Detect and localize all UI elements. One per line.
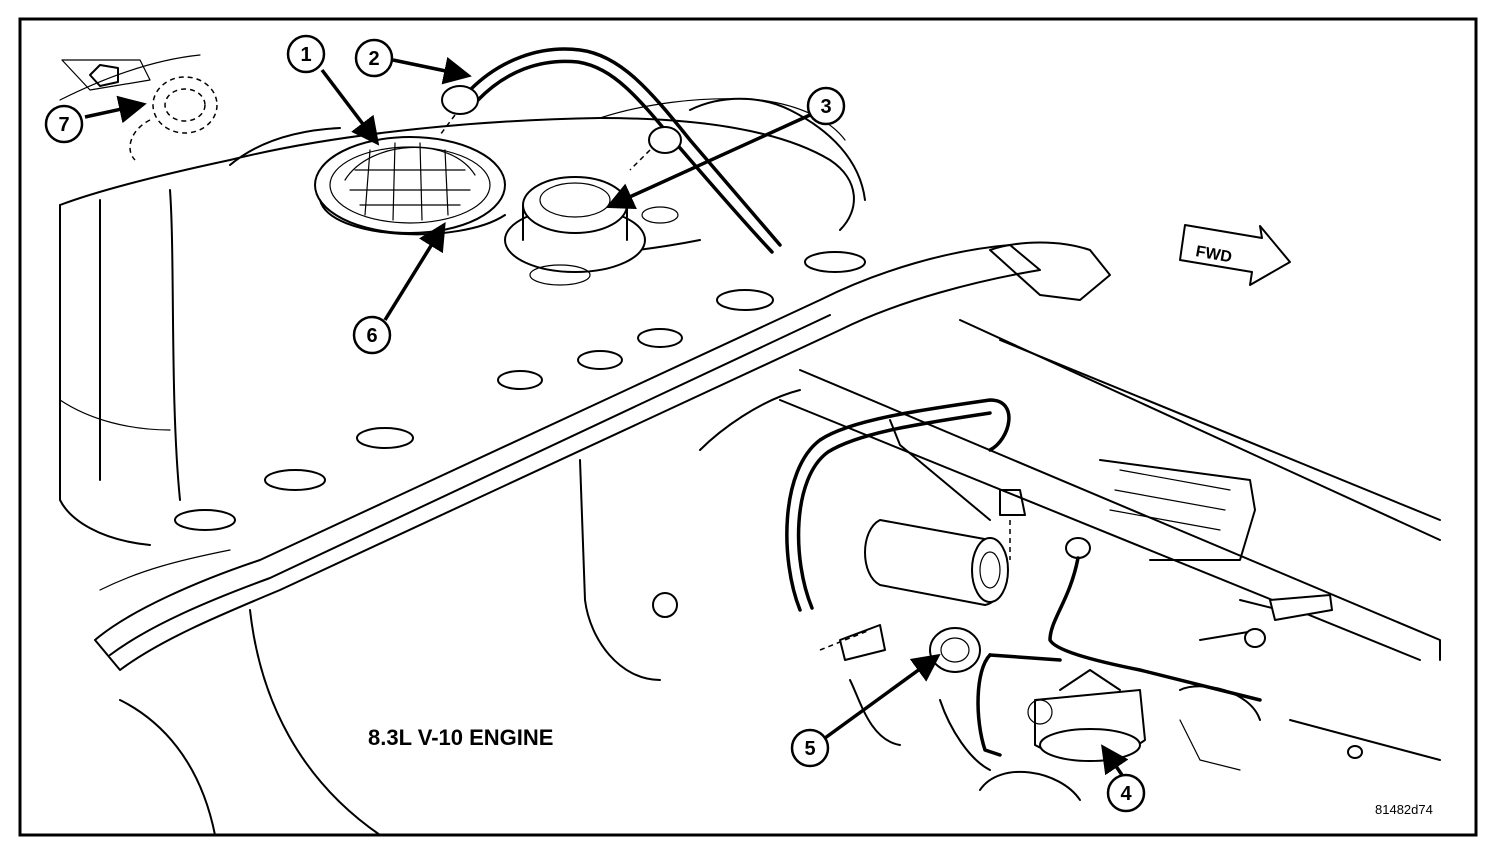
figure-reference-id: 81482d74 bbox=[1375, 802, 1433, 817]
frame-crossmember bbox=[94, 241, 1111, 671]
rollover-valve bbox=[504, 176, 679, 286]
fwd-label: FWD bbox=[1194, 243, 1233, 266]
callout-4: 4 bbox=[1106, 773, 1146, 813]
evap-canister bbox=[864, 519, 1009, 606]
engine-caption: 8.3L V-10 ENGINE bbox=[368, 725, 553, 750]
callout-leaders bbox=[84, 57, 1129, 776]
vent-hoses bbox=[785, 398, 1333, 757]
leader-1 bbox=[320, 68, 380, 146]
diagram-border bbox=[18, 17, 1478, 837]
leader-4 bbox=[1101, 744, 1129, 776]
callout-1-number: 1 bbox=[300, 44, 311, 66]
callout-7-number: 7 bbox=[58, 114, 69, 136]
fuel-lines bbox=[439, 47, 782, 254]
callout-5-number: 5 bbox=[804, 738, 815, 760]
fuel-tank bbox=[59, 54, 866, 836]
callout-2: 2 bbox=[354, 38, 394, 78]
misc-lower-detail bbox=[579, 389, 1441, 771]
leader-3 bbox=[605, 113, 811, 210]
leak-detection-pump bbox=[819, 624, 981, 673]
callout-1: 1 bbox=[286, 34, 326, 74]
forward-direction-indicator: FWD bbox=[1179, 224, 1291, 286]
fuel-pump-module bbox=[314, 136, 506, 236]
callout-6-number: 6 bbox=[366, 325, 377, 347]
callout-4-number: 4 bbox=[1120, 783, 1132, 805]
right-frame-rail bbox=[779, 319, 1441, 661]
access-plate-outline bbox=[89, 64, 218, 161]
leader-7 bbox=[84, 95, 147, 124]
leader-5 bbox=[823, 653, 941, 740]
callout-2-number: 2 bbox=[368, 48, 379, 70]
callout-7: 7 bbox=[44, 104, 84, 144]
callout-5: 5 bbox=[790, 728, 830, 768]
leader-6 bbox=[383, 222, 446, 321]
callout-3: 3 bbox=[806, 86, 846, 126]
leader-2 bbox=[392, 57, 472, 85]
callout-6: 6 bbox=[352, 315, 392, 355]
callout-3-number: 3 bbox=[820, 96, 831, 118]
